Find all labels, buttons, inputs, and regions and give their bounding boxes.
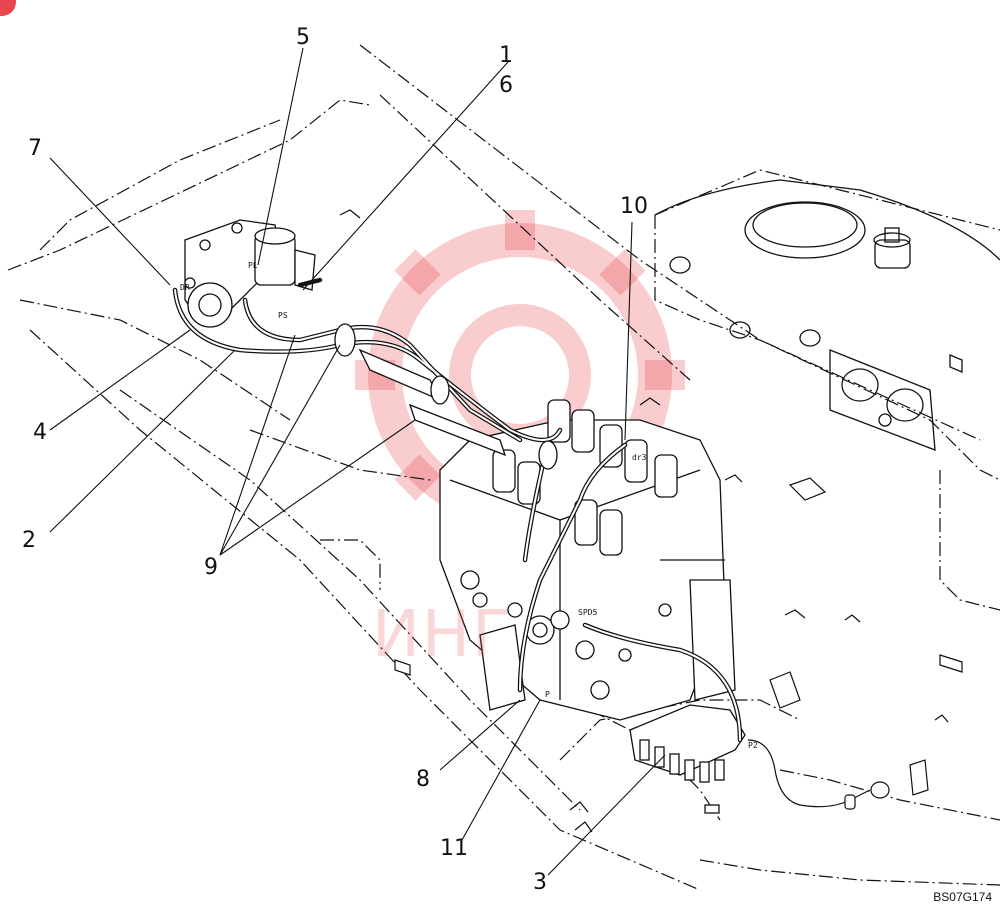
- leader-lines: [49, 47, 666, 876]
- control-valve: [439, 399, 736, 721]
- callout-7: 7: [28, 136, 42, 161]
- hose-lines-inner: [174, 289, 741, 741]
- callout-10: 10: [620, 194, 648, 219]
- port-label-ps: PS: [278, 311, 288, 320]
- port-label-pl: PL: [248, 261, 258, 270]
- port-label-p: P: [545, 690, 550, 699]
- callout-2: 2: [22, 528, 36, 553]
- port-label-p2: P2: [748, 741, 758, 750]
- main-hoses: [334, 323, 558, 470]
- callout-9: 9: [204, 555, 218, 580]
- tank-body: [654, 179, 1000, 451]
- port-label-dr: DR: [180, 283, 190, 292]
- pilot-manifold: [629, 704, 746, 814]
- return-line: [747, 739, 871, 808]
- callout-3: 3: [533, 870, 547, 895]
- brackets: [339, 209, 949, 833]
- pump-assembly: [184, 219, 316, 328]
- port-label-spd5: SPD5: [578, 608, 597, 617]
- watermark-text: ИНГ: [372, 598, 514, 672]
- callout-6: 6: [499, 73, 513, 98]
- port-label-dr3: dr3: [632, 453, 647, 462]
- callout-8: 8: [416, 767, 430, 792]
- callout-1: 1: [499, 43, 513, 68]
- callout-11: 11: [440, 836, 468, 861]
- figure-code: BS07G174: [933, 890, 992, 904]
- callout-4: 4: [33, 420, 47, 445]
- fitting-parts: [394, 654, 963, 810]
- callout-5: 5: [296, 25, 310, 50]
